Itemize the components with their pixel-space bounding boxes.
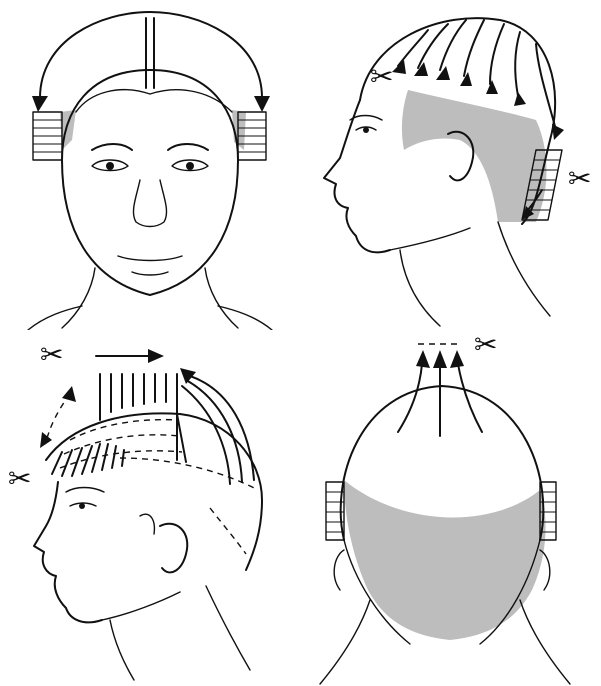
curved-double-arrow-icon (40, 12, 262, 98)
scissors-icon: ✂ (40, 338, 63, 371)
front-nose (133, 180, 166, 227)
cut-face-profile (34, 482, 102, 622)
guide-line-1 (70, 420, 178, 440)
vertical-section-lines (100, 374, 177, 460)
scissors-icon: ✂ (474, 330, 497, 361)
side-face-profile (324, 100, 390, 252)
front-neck-right (205, 268, 238, 328)
left-eyebrow (92, 144, 132, 150)
back-neck-right (520, 600, 570, 684)
cut-ear (160, 524, 187, 573)
front-view-panel (0, 0, 300, 330)
cut-neck (110, 620, 134, 680)
scissors-icon: ✂ (568, 162, 591, 195)
scissors-icon: ✂ (370, 60, 393, 93)
side-neck (400, 250, 440, 326)
back-left-ear (334, 550, 344, 590)
side-view-panel: ✂ ✂ (300, 0, 601, 330)
back-neck-left (320, 600, 370, 684)
center-part-line-icon (146, 18, 154, 88)
back-view-panel: ✂ (300, 330, 601, 686)
cut-jaw (102, 592, 180, 620)
right-eyebrow (168, 144, 208, 150)
front-neck-left (62, 268, 95, 328)
guide-line-4 (120, 458, 258, 490)
left-stripe-block (33, 112, 62, 160)
cut-head-outline (46, 413, 262, 570)
right-eye (172, 160, 208, 171)
cutting-view-panel: ✂ (0, 330, 300, 686)
back-view-illustration: ✂ (300, 330, 601, 686)
right-arrow-icon (96, 349, 164, 363)
cutting-view-illustration: ✂ (0, 330, 300, 686)
double-arrow-icon (40, 386, 76, 448)
front-mouth (118, 256, 182, 261)
fringe-stripes (52, 444, 124, 476)
front-head-outline (62, 70, 238, 295)
side-view-illustration: ✂ ✂ (300, 0, 601, 330)
left-eye (92, 160, 128, 171)
side-shaded-section (402, 90, 547, 222)
guide-line-5 (210, 508, 246, 554)
scissors-icon: ✂ (8, 462, 31, 495)
front-view-illustration (0, 0, 300, 330)
back-shaded-section (344, 480, 546, 640)
side-jaw (390, 228, 470, 250)
front-hairline (76, 90, 232, 112)
cut-eyebrow (66, 488, 104, 493)
